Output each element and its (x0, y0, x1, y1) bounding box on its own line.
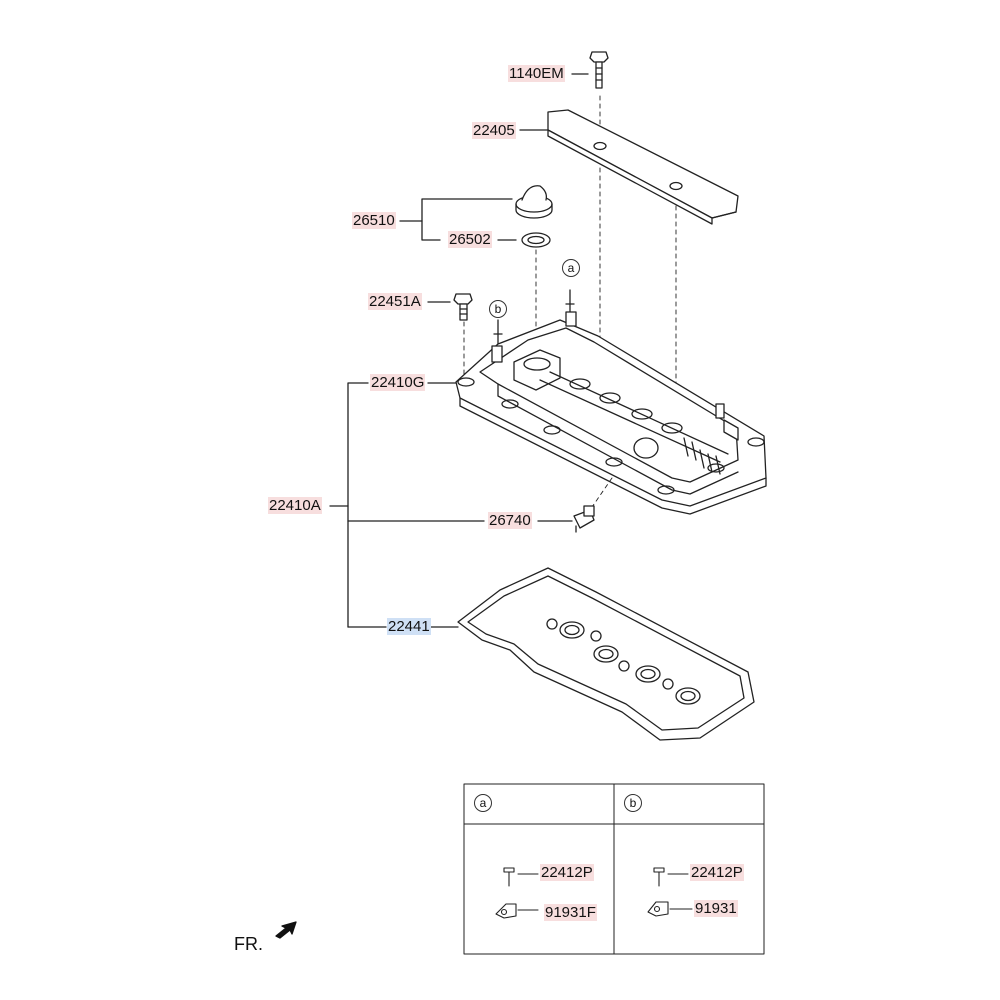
label-1140em[interactable]: 1140EM (508, 65, 565, 82)
label-22405[interactable]: 22405 (472, 122, 516, 139)
oring-26502 (521, 232, 551, 248)
legend-marker-a: a (474, 794, 492, 812)
legend-b-part1[interactable]: 22412P (690, 864, 744, 881)
callout-b: b (489, 300, 507, 318)
valve-cover-22410g (455, 311, 767, 515)
legend-a-part2[interactable]: 91931F (544, 904, 597, 921)
alignment-dashes (463, 95, 677, 511)
sensor-26740 (573, 505, 595, 533)
front-arrow-icon (275, 921, 297, 939)
label-22451a[interactable]: 22451A (368, 293, 422, 310)
callout-a: a (562, 259, 580, 277)
legend-icons (495, 867, 693, 919)
label-22410g[interactable]: 22410G (370, 374, 426, 391)
legend-b-part2[interactable]: 91931 (694, 900, 738, 917)
label-26510[interactable]: 26510 (352, 212, 396, 229)
label-22441[interactable]: 22441 (387, 618, 431, 635)
legend-a-part1[interactable]: 22412P (540, 864, 594, 881)
front-marker: FR. (234, 934, 263, 954)
label-26740[interactable]: 26740 (488, 512, 532, 529)
oil-cap-26510 (515, 185, 553, 219)
label-22410a[interactable]: 22410A (268, 497, 322, 514)
bolt-22451a (453, 293, 473, 321)
legend-table (463, 783, 765, 955)
plate-22405 (547, 109, 739, 225)
gasket-22441 (457, 567, 755, 741)
bolt-1140em (589, 51, 609, 89)
label-26502[interactable]: 26502 (448, 231, 492, 248)
legend-marker-b: b (624, 794, 642, 812)
leader-lines (329, 73, 589, 628)
